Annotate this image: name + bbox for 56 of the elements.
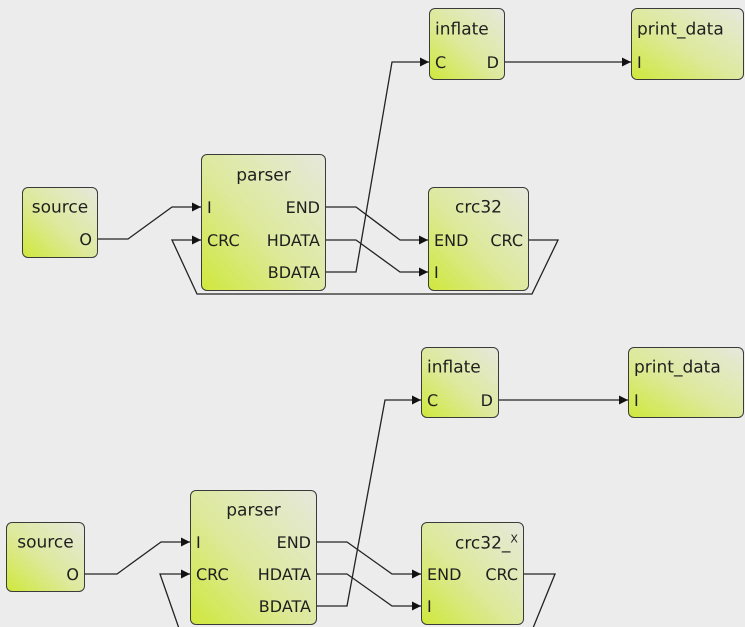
- arrow: [317, 541, 421, 578]
- arrow: [170, 236, 560, 295]
- arrow: [326, 239, 428, 276]
- port-label: END: [286, 200, 320, 216]
- block-title: crc32_$^{X}$: [454, 534, 518, 552]
- arrow: [98, 202, 201, 240]
- port-label: END: [427, 567, 462, 583]
- block-title: print_data: [634, 360, 721, 376]
- arrow: [499, 396, 628, 404]
- block-box: [190, 490, 317, 625]
- block-box: [22, 187, 98, 258]
- block-box: [631, 8, 744, 80]
- port-label: D: [480, 393, 493, 409]
- block-title: inflate: [427, 360, 481, 376]
- block-title: source: [32, 200, 88, 216]
- port-label: CRC: [207, 233, 240, 249]
- port-label: CRC: [196, 567, 229, 583]
- arrow: [317, 573, 421, 610]
- arrow: [505, 58, 631, 66]
- block-box: [201, 154, 326, 291]
- block-box: [6, 522, 85, 592]
- port-label: C: [427, 393, 438, 409]
- arrow: [326, 206, 428, 244]
- port-label: CRC: [485, 567, 518, 583]
- block-title: parser: [236, 168, 291, 184]
- port-label: I: [637, 55, 642, 71]
- port-label: I: [207, 200, 212, 216]
- block-box: [421, 347, 499, 418]
- block-box: [421, 522, 524, 625]
- port-label: END: [434, 233, 468, 249]
- arrow: [85, 538, 190, 575]
- arrow: [317, 396, 421, 607]
- block-box: [428, 187, 529, 291]
- arrow: [159, 570, 556, 627]
- port-label: HDATA: [258, 567, 311, 583]
- block-box: [628, 347, 744, 418]
- port-label: BDATA: [258, 599, 311, 615]
- port-label: I: [427, 599, 432, 615]
- port-label: BDATA: [268, 265, 320, 281]
- block-title: source: [17, 534, 74, 552]
- port-label: I: [634, 393, 639, 409]
- port-label: O: [66, 567, 79, 583]
- block-title: inflate: [435, 22, 489, 38]
- block-title: crc32: [455, 200, 502, 216]
- port-label: I: [196, 535, 201, 551]
- port-label: O: [79, 232, 92, 248]
- port-label: D: [486, 55, 499, 71]
- port-label: CRC: [490, 233, 523, 249]
- port-label: C: [435, 55, 446, 71]
- block-box: [429, 8, 505, 80]
- port-label: END: [276, 535, 311, 551]
- arrow: [326, 58, 429, 273]
- port-label: I: [434, 265, 439, 281]
- port-label: HDATA: [266, 233, 320, 249]
- block-title: parser: [226, 502, 281, 520]
- block-title: print_data: [637, 22, 724, 38]
